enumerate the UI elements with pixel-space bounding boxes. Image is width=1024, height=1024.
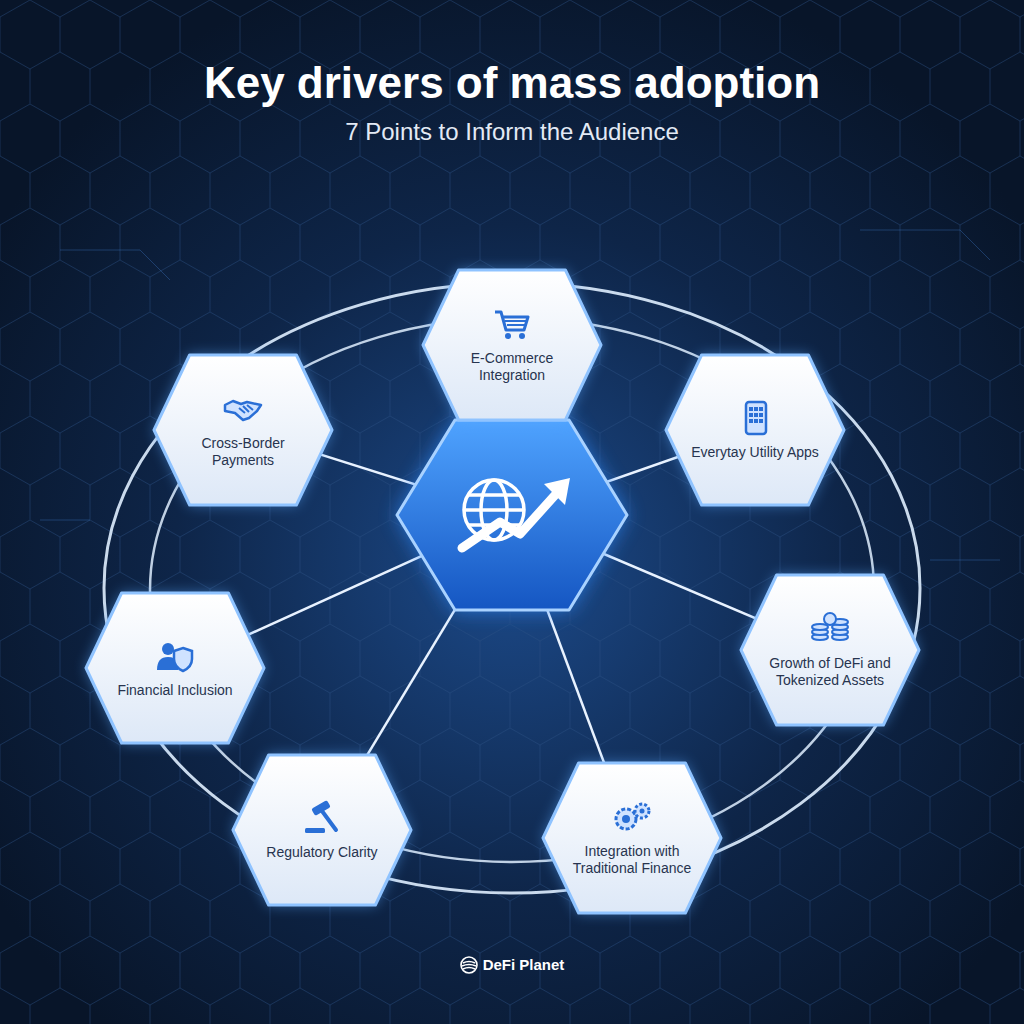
watermark: DeFi Planet (0, 955, 1024, 974)
driver-hexagon: Financial Inclusion (86, 593, 264, 743)
driver-hexagon: E-Commerce Integration (423, 270, 601, 420)
driver-hexagon: Cross-Border Payments (154, 355, 332, 505)
driver-hexagon: Integration with Traditional Finance (543, 763, 721, 913)
driver-label: Cross-Border Payments (179, 435, 307, 469)
driver-icon (492, 306, 532, 342)
driver-icon (223, 391, 263, 427)
driver-hexagon: Regulatory Clarity (233, 755, 411, 905)
driver-label: Financial Inclusion (117, 682, 232, 699)
outer-ring (104, 283, 920, 893)
hexagon-outline (154, 355, 332, 505)
driver-icon (735, 400, 775, 436)
driver-label: Integration with Traditional Finance (568, 843, 696, 877)
hexagon-outline (543, 763, 721, 913)
driver-label: Regulatory Clarity (266, 844, 377, 861)
subtitle: 7 Points to Inform the Audience (0, 118, 1024, 146)
driver-icon (810, 611, 850, 647)
driver-icon (302, 800, 342, 836)
driver-icon (155, 638, 195, 674)
title: Key drivers of mass adoption (0, 58, 1024, 108)
driver-hexagon: Growth of DeFi and Tokenized Assets (741, 575, 919, 725)
hexagon-outline (423, 270, 601, 420)
driver-hexagon: Everytay Utility Apps (666, 355, 844, 505)
driver-label: Growth of DeFi and Tokenized Assets (766, 655, 894, 689)
hexagon-outline (741, 575, 919, 725)
driver-icon (612, 799, 652, 835)
driver-label: E-Commerce Integration (448, 350, 576, 384)
watermark-text: DeFi Planet (483, 956, 565, 973)
center-hub (397, 420, 627, 610)
driver-label: Everytay Utility Apps (691, 444, 819, 461)
